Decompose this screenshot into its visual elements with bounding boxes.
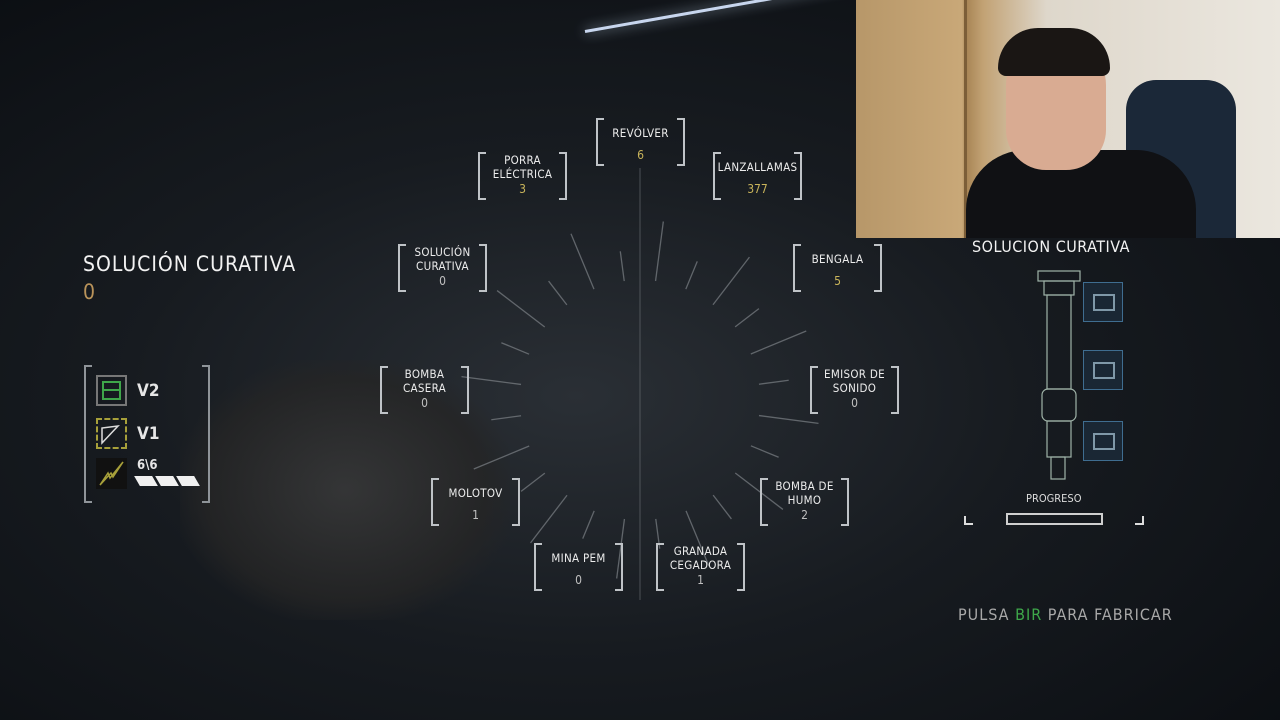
wheel-spoke <box>473 445 530 470</box>
craft-hint: PULSA BIR PARA FABRICAR <box>958 605 1173 624</box>
syringe-blueprint-icon <box>1037 270 1081 480</box>
progress-bar <box>1006 513 1103 525</box>
wheel-spoke <box>685 510 710 567</box>
wheel-spoke <box>496 290 546 328</box>
stat-v1: V1 <box>96 418 159 449</box>
stat-energy: 6\6 <box>96 458 200 489</box>
upgrade-stats-panel: V2 V1 6\6 <box>84 365 210 503</box>
wheel-spoke <box>501 342 530 355</box>
stat-v2: V2 <box>96 375 159 406</box>
wheel-spoke <box>758 414 819 424</box>
wheel-spoke <box>685 261 698 290</box>
frame-corner <box>964 516 973 525</box>
component-slot-2[interactable] <box>1083 350 1123 390</box>
upgrade-v1-icon <box>96 418 127 449</box>
wheel-spoke <box>491 415 522 421</box>
wheel-spoke <box>570 233 595 290</box>
wheel-spoke <box>750 445 779 458</box>
crafting-title: SOLUCION CURATIVA <box>972 237 1130 256</box>
wheel-spoke <box>712 256 750 306</box>
energy-icon <box>96 458 127 489</box>
selected-item-count: 0 <box>83 280 96 304</box>
webcam-overlay <box>856 0 1280 238</box>
wheel-spoke <box>734 472 784 510</box>
progress-label: PROGRESO <box>1026 492 1082 505</box>
wheel-spoke <box>654 221 664 282</box>
wheel-spoke <box>758 379 789 385</box>
wheel-spoke <box>616 518 626 579</box>
wheel-spoke <box>530 494 568 544</box>
wheel-spoke <box>582 510 595 539</box>
craft-key: BIR <box>1015 605 1043 624</box>
wheel-spoke <box>712 494 732 520</box>
wheel-spoke <box>548 280 568 306</box>
wheel-spoke <box>520 472 546 492</box>
component-slot-1[interactable] <box>1083 282 1123 322</box>
wheel-spoke <box>461 376 522 386</box>
upgrade-v2-icon <box>96 375 127 406</box>
frame-corner <box>1135 516 1144 525</box>
wheel-spoke <box>619 251 625 282</box>
component-slot-3[interactable] <box>1083 421 1123 461</box>
selected-item-title: SOLUCIÓN CURATIVA <box>83 252 297 276</box>
wheel-spoke <box>734 308 760 328</box>
wheel-spoke <box>750 330 807 355</box>
